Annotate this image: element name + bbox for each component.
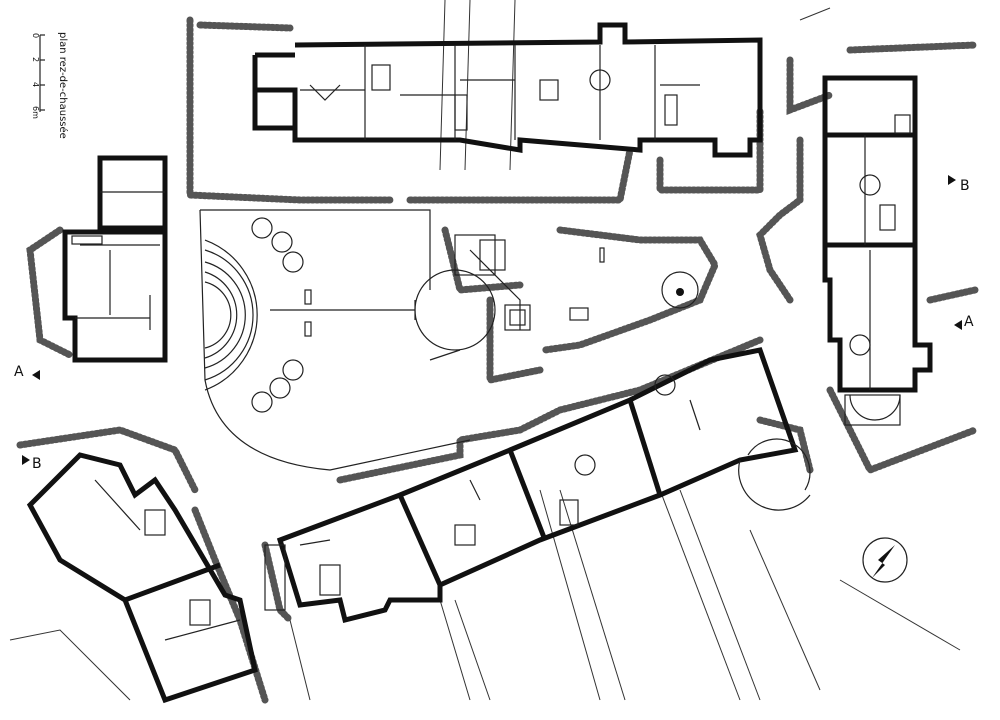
section-markers: A B A B <box>14 175 974 472</box>
field-lines <box>9 0 961 701</box>
scale-tick-4: 4 <box>31 82 40 87</box>
plan-title: plan rez-de-chaussée <box>57 32 69 139</box>
section-a-left-label: A <box>14 364 24 380</box>
house-row-north <box>252 22 763 158</box>
scale-tick-2: 2 <box>31 57 40 62</box>
house-row-east <box>822 75 933 426</box>
house-row-southwest <box>26 452 258 704</box>
building-west <box>62 155 168 363</box>
section-a-right-label: A <box>964 314 974 330</box>
section-b-left-label: B <box>32 456 42 472</box>
north-arrow <box>862 537 908 583</box>
plan-legend: plan rez-de-chaussée <box>57 32 69 139</box>
section-b-right-label: B <box>960 178 970 194</box>
house-row-south <box>264 347 811 624</box>
scale-bar: 0 2 4 6m <box>31 33 45 119</box>
scale-tick-6m: 6m <box>31 106 40 119</box>
central-garden <box>199 209 699 471</box>
scale-tick-0: 0 <box>31 33 40 38</box>
